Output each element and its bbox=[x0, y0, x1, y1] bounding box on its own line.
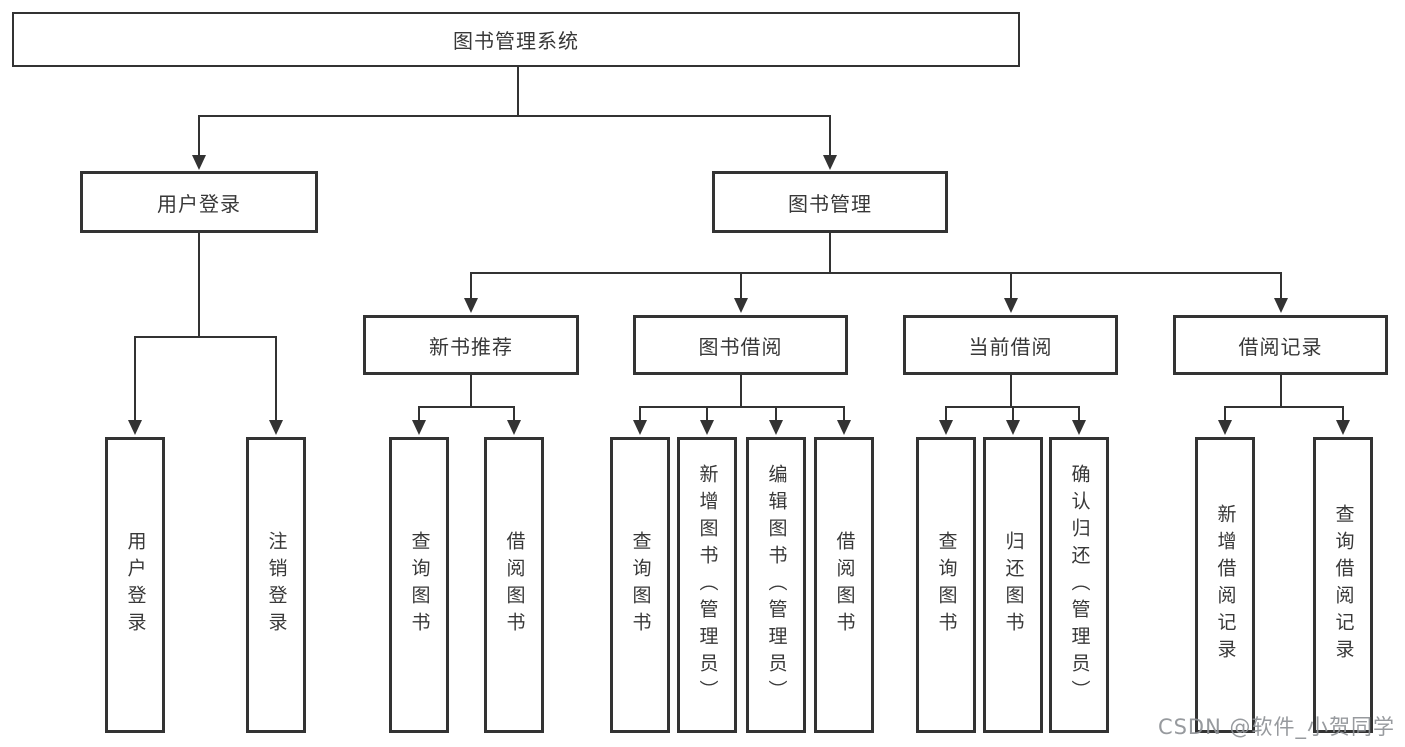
leaf-borrow-books-2: 借阅图书 bbox=[814, 437, 874, 733]
leaf-query-books-1-label: 查询图书 bbox=[408, 531, 431, 639]
leaf-user-login: 用户登录 bbox=[105, 437, 165, 733]
leaf-confirm-return-admin: 确认归还（管理员） bbox=[1049, 437, 1109, 733]
node-borrow-records: 借阅记录 bbox=[1173, 315, 1388, 375]
connector-userlogin-to-leaves bbox=[134, 233, 277, 421]
arrowhead bbox=[1072, 420, 1086, 435]
leaf-borrow-books-2-label: 借阅图书 bbox=[833, 531, 856, 639]
leaf-query-books-3: 查询图书 bbox=[916, 437, 976, 733]
leaf-add-borrow-record: 新增借阅记录 bbox=[1195, 437, 1255, 733]
node-borrow-records-label: 借阅记录 bbox=[1238, 334, 1323, 359]
node-current-borrow-label: 当前借阅 bbox=[968, 334, 1053, 359]
connector-root-to-level2 bbox=[198, 67, 831, 157]
leaf-user-login-label: 用户登录 bbox=[124, 531, 147, 639]
arrowhead bbox=[769, 420, 783, 435]
node-book-management: 图书管理 bbox=[712, 171, 948, 233]
arrowhead bbox=[1218, 420, 1232, 435]
arrowhead bbox=[700, 420, 714, 435]
connector-level3-to-leaves bbox=[418, 375, 1344, 421]
arrowhead bbox=[269, 420, 283, 435]
leaf-return-books: 归还图书 bbox=[983, 437, 1043, 733]
leaf-borrow-books-1-label: 借阅图书 bbox=[503, 531, 526, 639]
node-user-login-label: 用户登录 bbox=[157, 191, 241, 216]
arrowhead bbox=[1004, 298, 1018, 313]
arrowhead bbox=[1336, 420, 1350, 435]
node-new-book-recommend: 新书推荐 bbox=[363, 315, 579, 375]
leaf-query-borrow-record-label: 查询借阅记录 bbox=[1332, 504, 1355, 666]
leaf-borrow-books-1: 借阅图书 bbox=[484, 437, 544, 733]
leaf-confirm-return-admin-label: 确认归还（管理员） bbox=[1068, 463, 1091, 707]
leaf-add-borrow-record-label: 新增借阅记录 bbox=[1214, 504, 1237, 666]
leaf-query-borrow-record: 查询借阅记录 bbox=[1313, 437, 1373, 733]
leaf-query-books-2: 查询图书 bbox=[610, 437, 670, 733]
node-user-login: 用户登录 bbox=[80, 171, 318, 233]
arrowhead bbox=[507, 420, 521, 435]
node-current-borrow: 当前借阅 bbox=[903, 315, 1118, 375]
arrowhead bbox=[823, 155, 837, 170]
node-book-borrow: 图书借阅 bbox=[633, 315, 848, 375]
leaf-query-books-2-label: 查询图书 bbox=[629, 531, 652, 639]
leaf-logout-label: 注销登录 bbox=[265, 531, 288, 639]
arrowhead bbox=[633, 420, 647, 435]
leaf-edit-books-admin: 编辑图书（管理员） bbox=[746, 437, 806, 733]
arrowhead bbox=[192, 155, 206, 170]
arrowhead bbox=[939, 420, 953, 435]
leaf-edit-books-admin-label: 编辑图书（管理员） bbox=[765, 463, 788, 707]
connector-bookmgmt-to-level3 bbox=[470, 233, 1282, 300]
arrowhead bbox=[837, 420, 851, 435]
leaf-return-books-label: 归还图书 bbox=[1002, 531, 1025, 639]
node-root-label: 图书管理系统 bbox=[453, 29, 579, 53]
node-book-management-label: 图书管理 bbox=[788, 191, 872, 216]
arrowhead bbox=[128, 420, 142, 435]
leaf-add-books-admin-label: 新增图书（管理员） bbox=[696, 463, 719, 707]
arrowhead bbox=[1006, 420, 1020, 435]
leaf-query-books-3-label: 查询图书 bbox=[935, 531, 958, 639]
arrowhead bbox=[464, 298, 478, 313]
node-new-book-recommend-label: 新书推荐 bbox=[429, 334, 513, 359]
arrowhead bbox=[412, 420, 426, 435]
leaf-query-books-1: 查询图书 bbox=[389, 437, 449, 733]
arrowhead bbox=[734, 298, 748, 313]
leaf-add-books-admin: 新增图书（管理员） bbox=[677, 437, 737, 733]
arrowhead bbox=[1274, 298, 1288, 313]
node-book-borrow-label: 图书借阅 bbox=[698, 334, 783, 359]
leaf-logout: 注销登录 bbox=[246, 437, 306, 733]
watermark: CSDN @软件_小贺同学 bbox=[1157, 715, 1395, 739]
node-root: 图书管理系统 bbox=[12, 12, 1020, 67]
